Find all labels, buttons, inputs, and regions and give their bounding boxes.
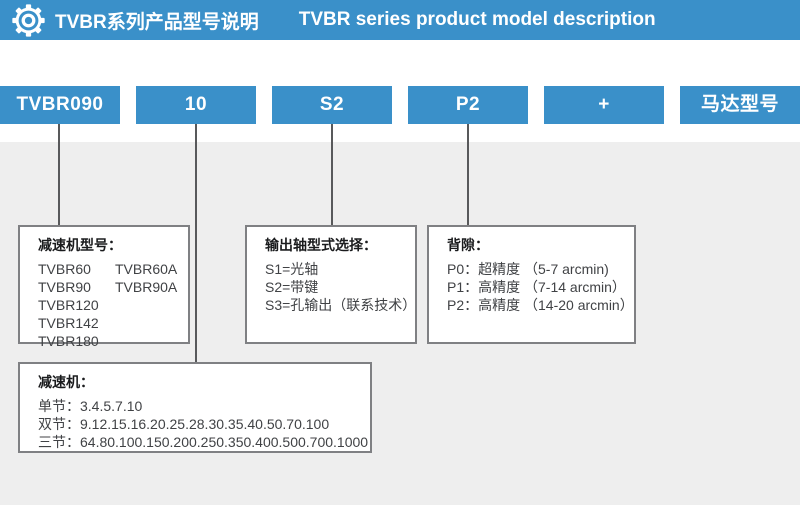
- output-shaft-option: S2=带键: [265, 279, 319, 295]
- connector-line-ratio: [195, 124, 197, 362]
- gearbox-model-row: TVBR120: [38, 297, 99, 313]
- info-box-reduction-ratio: 减速机： 单节：3.4.5.7.10 双节：9.12.15.16.20.25.2…: [18, 362, 372, 453]
- info-box-title: 减速机型号：: [38, 237, 122, 253]
- model-segment-backlash: P2: [408, 86, 528, 124]
- connector-line-backlash: [467, 124, 469, 225]
- ratio-row-double: 双节：9.12.15.16.20.25.28.30.35.40.50.70.10…: [38, 416, 330, 432]
- model-segment-series: TVBR090: [0, 86, 120, 124]
- info-box-output-shaft: 输出轴型式选择： S1=光轴 S2=带键 S3=孔输出（联系技术）: [245, 225, 417, 344]
- header-title-en: TVBR series product model description: [298, 9, 656, 30]
- header-bar: TVBR系列产品型号说明 TVBR series product model d…: [0, 0, 800, 40]
- backlash-option: P1：高精度 （7-14 arcmin）: [447, 279, 626, 295]
- backlash-option: P0：超精度 （5-7 arcmin): [447, 261, 609, 277]
- gear-icon: [12, 3, 45, 37]
- model-segment-output-shaft: S2: [272, 86, 392, 124]
- info-box-backlash: 背隙： P0：超精度 （5-7 arcmin) P1：高精度 （7-14 arc…: [427, 225, 636, 344]
- model-segment-plus: +: [544, 86, 664, 124]
- gearbox-model-row: TVBR142: [38, 315, 99, 331]
- connector-line-series: [58, 124, 60, 225]
- info-box-title: 减速机：: [38, 374, 94, 390]
- connector-line-output-shaft: [331, 124, 333, 225]
- output-shaft-option: S1=光轴: [265, 261, 319, 277]
- ratio-row-single: 单节：3.4.5.7.10: [38, 398, 143, 414]
- gearbox-model-row: TVBR180: [38, 333, 99, 349]
- ratio-row-triple: 三节：64.80.100.150.200.250.350.400.500.700…: [38, 434, 369, 450]
- output-shaft-option: S3=孔输出（联系技术）: [265, 297, 417, 313]
- model-segment-ratio: 10: [136, 86, 256, 124]
- backlash-option: P2：高精度 （14-20 arcmin）: [447, 297, 634, 313]
- info-box-title: 输出轴型式选择：: [265, 237, 377, 253]
- info-box-title: 背隙：: [447, 237, 489, 253]
- model-segment-motor-model: 马达型号: [680, 86, 800, 124]
- header-title-zh: TVBR系列产品型号说明: [55, 11, 259, 33]
